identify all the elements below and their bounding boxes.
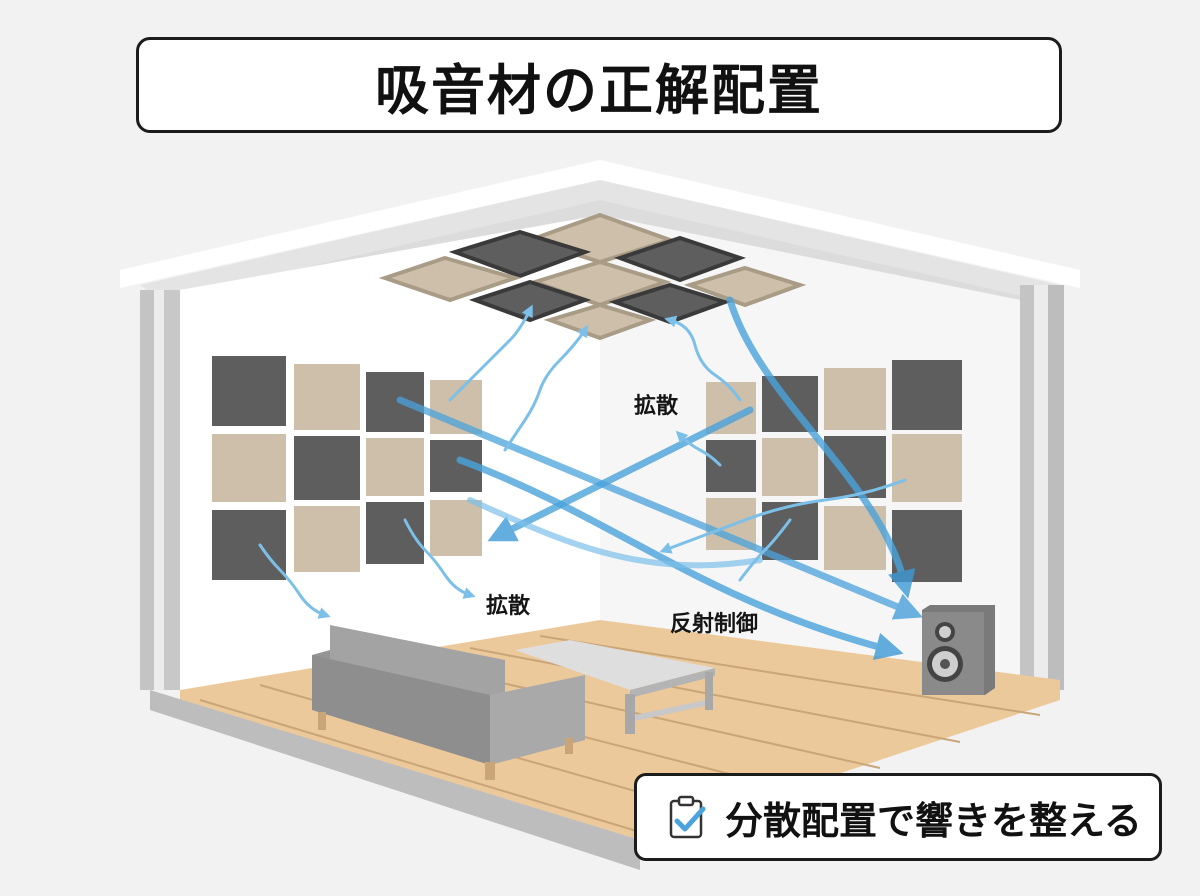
right-wall-panels [706, 360, 962, 582]
diffusion-label-lower: 拡散 [486, 594, 531, 619]
diffusion-label-upper: 拡散 [634, 394, 679, 419]
sound-waves [258, 296, 923, 660]
ceiling-panels [378, 212, 807, 341]
summary-text: 分散配置で響きを整える [725, 798, 1142, 843]
title-box: 吸音材の正解配置 [136, 37, 1062, 133]
coffee-table [515, 640, 715, 734]
reflection-control-label: 反射制御 [670, 612, 759, 637]
speaker [922, 605, 995, 695]
clipboard-check-icon [669, 795, 706, 839]
left-wall-panels [212, 356, 482, 580]
page-title: 吸音材の正解配置 [375, 58, 823, 122]
sofa [312, 625, 585, 780]
summary-box: 分散配置で響きを整える [634, 773, 1162, 861]
